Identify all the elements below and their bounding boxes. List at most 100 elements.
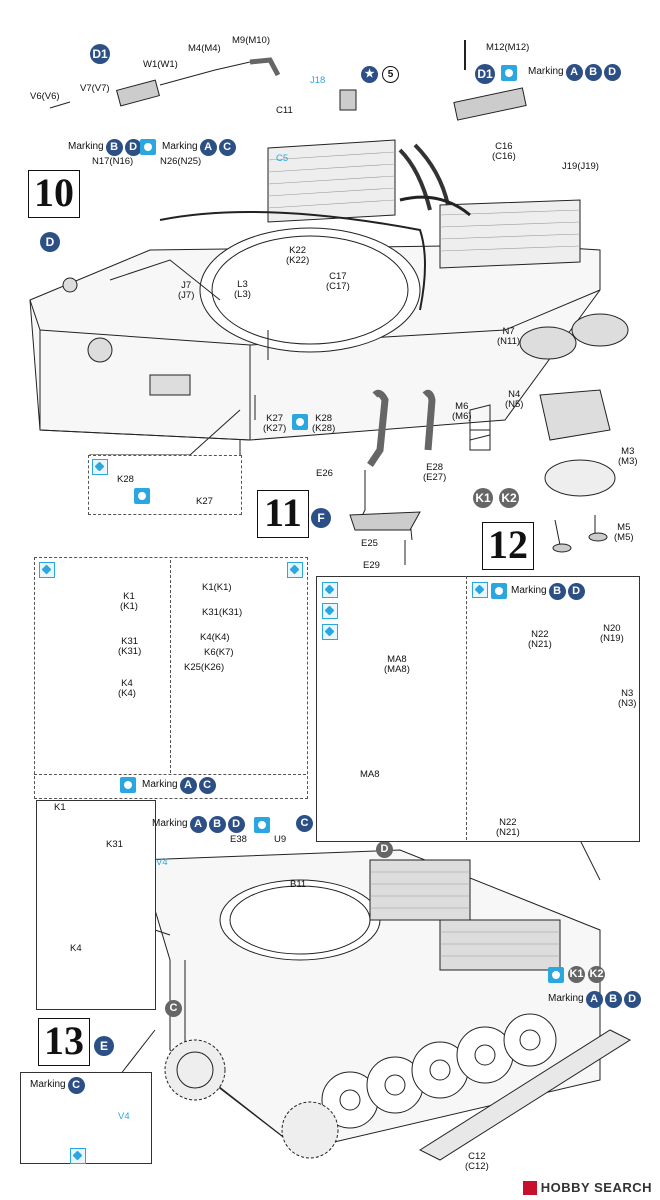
label-e26: E26	[316, 468, 333, 479]
label-k31-b: K31(K31)	[202, 607, 243, 618]
paint-icon-k27	[292, 414, 308, 430]
step-12-divider	[466, 576, 467, 840]
glue-icon-right	[287, 562, 303, 578]
label-k31-c: K31	[106, 839, 123, 850]
label-k1-b: K1(K1)	[202, 582, 232, 593]
k27-k28-detail-panel	[88, 455, 242, 515]
paint-icon-13-right	[548, 967, 564, 983]
label-k27-detail: K27	[196, 496, 213, 507]
label-k22: K22 (K22)	[286, 245, 310, 266]
label-w1: W1(W1)	[143, 59, 178, 70]
star-badge: ★	[361, 66, 378, 83]
paint-icon-ac-panel	[120, 777, 136, 793]
paint-icon-13	[254, 817, 270, 833]
marking-c-inset	[20, 1072, 152, 1164]
label-e29: E29	[363, 560, 380, 571]
glue-icon-left	[39, 562, 55, 578]
label-c16: C16 (C16)	[492, 141, 516, 162]
marking-c-inset-label: Marking C	[30, 1076, 85, 1094]
label-m3: M3 (M3)	[618, 446, 638, 467]
turret-d-badge: D	[376, 841, 393, 858]
paint-step-icon	[322, 603, 338, 619]
glue-icon-12b	[472, 582, 488, 598]
label-k4-a: K4 (K4)	[118, 678, 136, 699]
k2-badge: K2	[499, 488, 519, 508]
panel-divider	[170, 560, 171, 773]
glue-icon-12	[322, 582, 338, 598]
marking-c-13: C	[296, 815, 313, 832]
label-k25: K25(K26)	[184, 662, 225, 673]
label-k1-c: K1	[54, 802, 66, 813]
label-n3: N3 (N3)	[618, 688, 637, 709]
paint-icon	[501, 65, 517, 81]
label-v4-inset: V4	[118, 1111, 130, 1122]
paint-icon-detail	[134, 488, 150, 504]
watermark: HOBBY SEARCH	[522, 1180, 652, 1195]
glue-icon-inset	[70, 1148, 86, 1164]
step-13-number: 13	[38, 1018, 90, 1066]
k1-k31-k4-panel	[34, 557, 308, 799]
step-10-number: 10	[28, 170, 80, 218]
step-12-number: 12	[482, 522, 534, 570]
label-m4: M4(M4)	[188, 43, 221, 54]
label-j7: J7 (J7)	[178, 280, 195, 301]
label-ma8: MA8 (MA8)	[384, 654, 410, 675]
label-n17: N17(N16)	[92, 156, 134, 167]
label-n26: N26(N25)	[160, 156, 202, 167]
rear-c-badge: C	[165, 1000, 182, 1017]
label-l3: L3 (L3)	[234, 279, 251, 300]
label-n4: N4 (N5)	[505, 389, 524, 410]
paint-icon-12	[491, 583, 507, 599]
label-n20: N20 (N19)	[600, 623, 624, 644]
k1-badge: K1	[473, 488, 493, 508]
label-v7: V7(V7)	[80, 83, 110, 94]
label-k4-b: K4(K4)	[200, 632, 230, 643]
label-c5: C5	[276, 153, 289, 164]
label-n7: N7 (N11)	[497, 326, 521, 347]
glue-icon	[92, 459, 108, 475]
label-v4: V4	[156, 857, 168, 868]
d1-badge-right: D1	[475, 64, 495, 84]
drop-icon	[322, 624, 338, 640]
label-k4-c: K4	[70, 943, 82, 954]
label-k27: K27 (K27)	[263, 413, 287, 434]
label-ma8-b: MA8	[360, 769, 380, 780]
label-n22: N22 (N21)	[528, 629, 552, 650]
label-n22-b: N22 (N21)	[496, 817, 520, 838]
paint-icon-bd	[140, 139, 156, 155]
k2-badge-13: K2	[588, 966, 605, 983]
label-m6: M6 (M6)	[452, 401, 472, 422]
label-m9: M9(M10)	[232, 35, 271, 46]
label-u9: U9	[274, 834, 287, 845]
label-k1-a: K1 (K1)	[120, 591, 138, 612]
step-11-letter-badge: F	[311, 508, 331, 528]
quantity-badge: 5	[382, 66, 399, 83]
label-c11: C11	[276, 105, 293, 116]
label-k6: K6(K7)	[204, 647, 234, 658]
label-k31-a: K31 (K31)	[118, 636, 142, 657]
d1-badge: D1	[90, 44, 110, 64]
watermark-logo-icon	[522, 1180, 537, 1195]
k1-k31-k4-step13-panel	[36, 800, 156, 1010]
label-k28-detail: K28	[117, 474, 134, 485]
step-11-number: 11	[257, 490, 309, 538]
k1-badge-13: K1	[568, 966, 585, 983]
panel-divider-bottom	[34, 774, 306, 775]
label-e25: E25	[361, 538, 378, 549]
step-13-letter-badge: E	[94, 1036, 114, 1056]
label-m5: M5 (M5)	[614, 522, 634, 543]
label-v6: V6(V6)	[30, 91, 60, 102]
step-10-letter-badge: D	[40, 232, 60, 252]
label-c12: C12 (C12)	[465, 1151, 489, 1172]
label-k28: K28 (K28)	[312, 413, 336, 434]
label-b11: B11	[290, 879, 307, 890]
label-j18: J18	[310, 75, 326, 86]
label-e28: E28 (E27)	[423, 462, 447, 483]
